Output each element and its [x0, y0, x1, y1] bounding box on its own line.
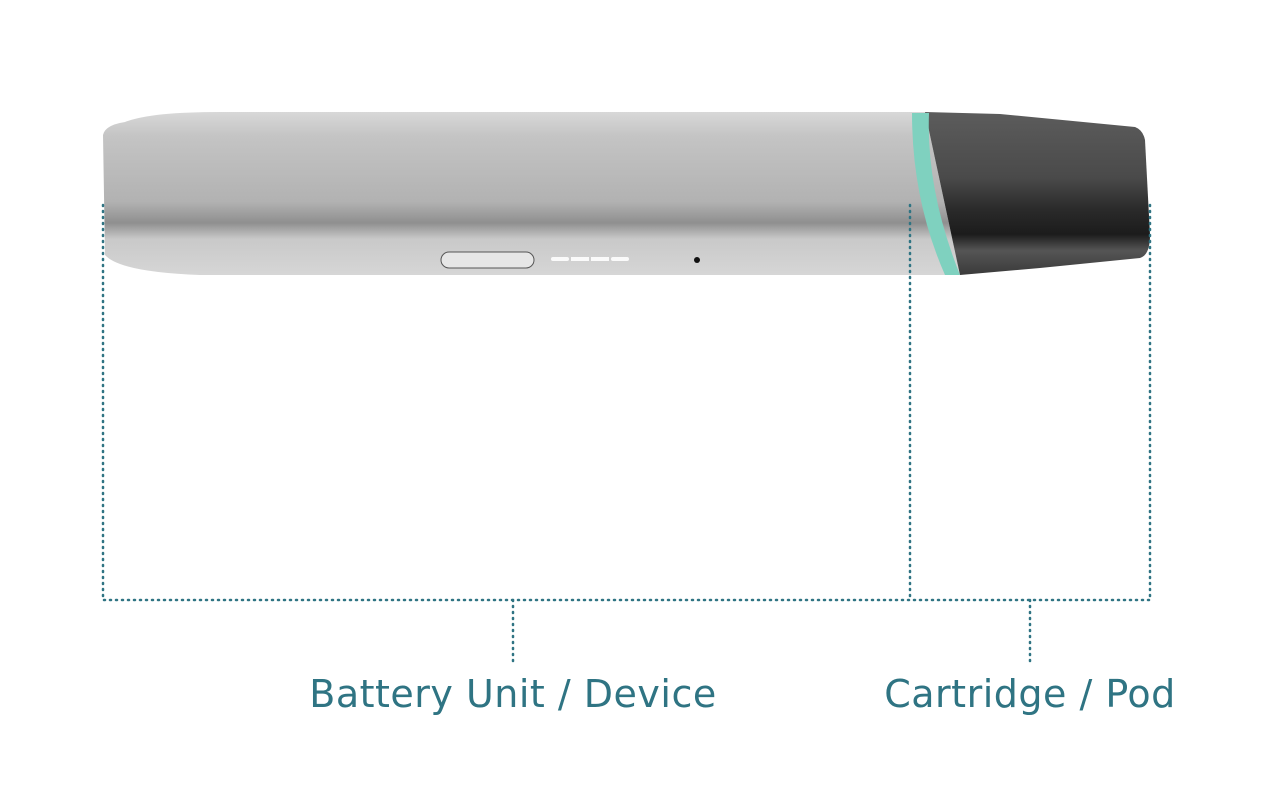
battery-unit	[103, 112, 960, 275]
airflow-hole	[694, 257, 700, 263]
battery-unit-label: Battery Unit / Device	[309, 672, 717, 716]
fire-button	[440, 251, 535, 269]
bracket-lines	[101, 203, 1152, 664]
accent-band	[912, 113, 960, 275]
cartridge-pod	[912, 112, 1150, 275]
battery-indicator-leds	[551, 257, 629, 261]
cartridge-label: Cartridge / Pod	[884, 672, 1176, 716]
